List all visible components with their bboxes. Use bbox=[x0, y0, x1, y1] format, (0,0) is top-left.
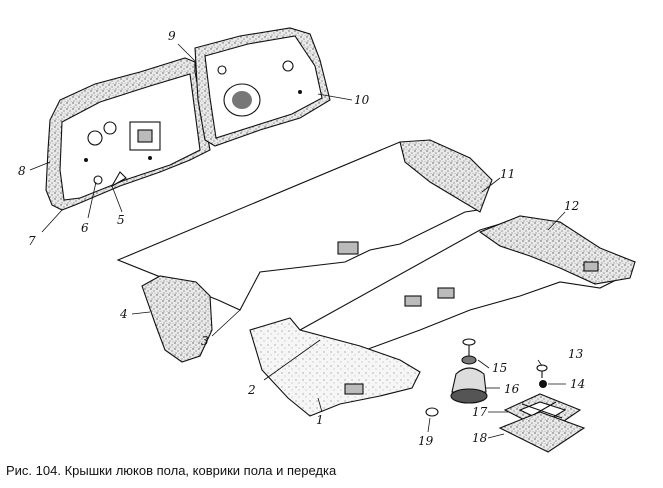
callout-14: 14 bbox=[570, 377, 585, 391]
callout-1: 1 bbox=[316, 413, 324, 427]
callout-18: 18 bbox=[472, 431, 488, 445]
callout-2: 2 bbox=[247, 383, 256, 397]
callout-6: 6 bbox=[81, 221, 89, 235]
callout-8: 8 bbox=[18, 164, 26, 178]
callout-10: 10 bbox=[354, 93, 370, 107]
callout-labels: 1 2 3 4 5 6 7 8 9 10 11 12 13 14 15 16 1… bbox=[18, 29, 585, 448]
exploded-parts-diagram: 1 2 3 4 5 6 7 8 9 10 11 12 13 14 15 16 1… bbox=[18, 27, 636, 453]
callout-19: 19 bbox=[418, 434, 434, 448]
floor-mat-4 bbox=[141, 275, 213, 363]
floor-mat-12 bbox=[298, 215, 636, 353]
leader-lines bbox=[29, 43, 566, 439]
panel-cover-10 bbox=[194, 27, 331, 147]
figure-caption: Рис. 104. Крышки люков пола, коврики пол… bbox=[6, 463, 337, 478]
callout-3: 3 bbox=[201, 334, 209, 348]
floor-mat-11 bbox=[116, 139, 493, 311]
fastener-parts bbox=[425, 338, 586, 453]
callout-16: 16 bbox=[504, 382, 520, 396]
callout-17: 17 bbox=[472, 405, 488, 419]
callout-15: 15 bbox=[492, 361, 507, 375]
callout-5: 5 bbox=[117, 213, 125, 227]
callout-9: 9 bbox=[168, 29, 176, 43]
callout-11: 11 bbox=[500, 167, 515, 181]
callout-7: 7 bbox=[28, 234, 36, 248]
callout-13: 13 bbox=[568, 347, 584, 361]
floor-mat-1 bbox=[249, 317, 421, 417]
front-panel-mat bbox=[45, 57, 211, 211]
callout-4: 4 bbox=[119, 307, 128, 321]
callout-12: 12 bbox=[564, 199, 579, 213]
